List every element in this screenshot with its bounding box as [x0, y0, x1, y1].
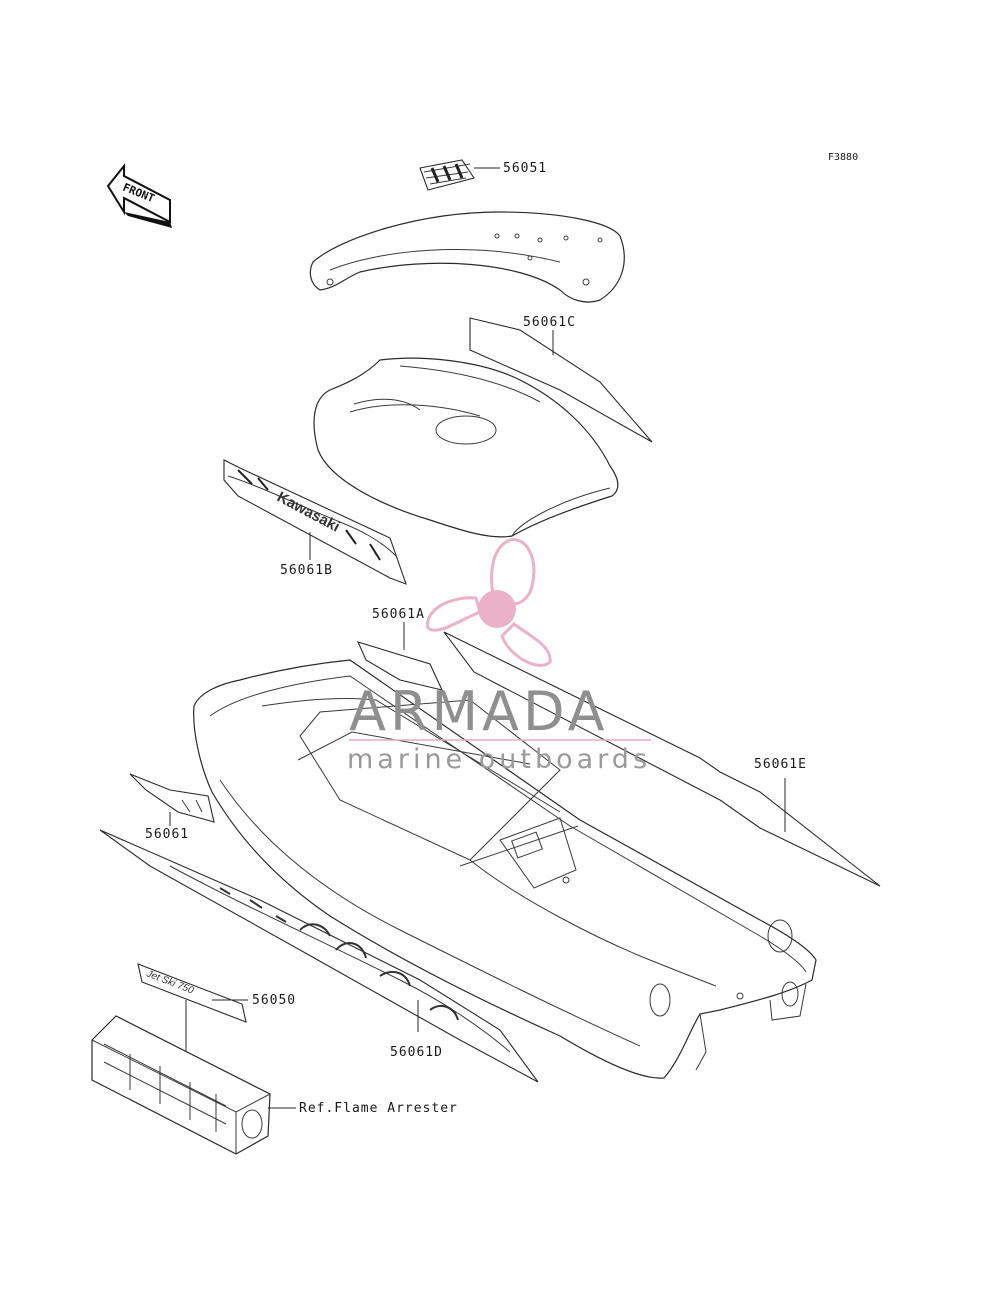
decal-56061E: [443, 631, 881, 887]
flame-arrester: [91, 1015, 271, 1155]
hull: [193, 659, 817, 1079]
emblem-decal-56051: [419, 159, 475, 191]
callout-56061B: 56061B: [280, 563, 333, 578]
decal-56061A: [357, 641, 443, 691]
figure-code: F3880: [828, 152, 858, 163]
decal-56061: [129, 773, 215, 823]
callout-56061: 56061: [145, 827, 189, 842]
hood-cowl: [313, 357, 619, 538]
callout-56051: 56051: [503, 161, 547, 176]
callout-56050: 56050: [252, 993, 296, 1008]
decal-56061C: [469, 317, 653, 443]
propeller-logo-icon: [426, 538, 552, 667]
decal-56061D: [99, 829, 539, 1083]
seat-cover: [309, 211, 625, 303]
callout-56061C: 56061C: [523, 315, 576, 330]
decal-56050: Jet Ski 750: [137, 963, 247, 1023]
callout-ref-flame-arrester: Ref.Flame Arrester: [299, 1101, 458, 1116]
front-arrow-icon: FRONT: [106, 163, 172, 228]
watermark-brand: ARMADA: [349, 680, 609, 743]
watermark: ARMADA marine outboards: [347, 538, 651, 775]
callout-56061E: 56061E: [754, 757, 807, 772]
watermark-tagline: marine outboards: [347, 744, 651, 775]
callout-56061A: 56061A: [372, 607, 425, 622]
callout-56061D: 56061D: [390, 1045, 443, 1060]
